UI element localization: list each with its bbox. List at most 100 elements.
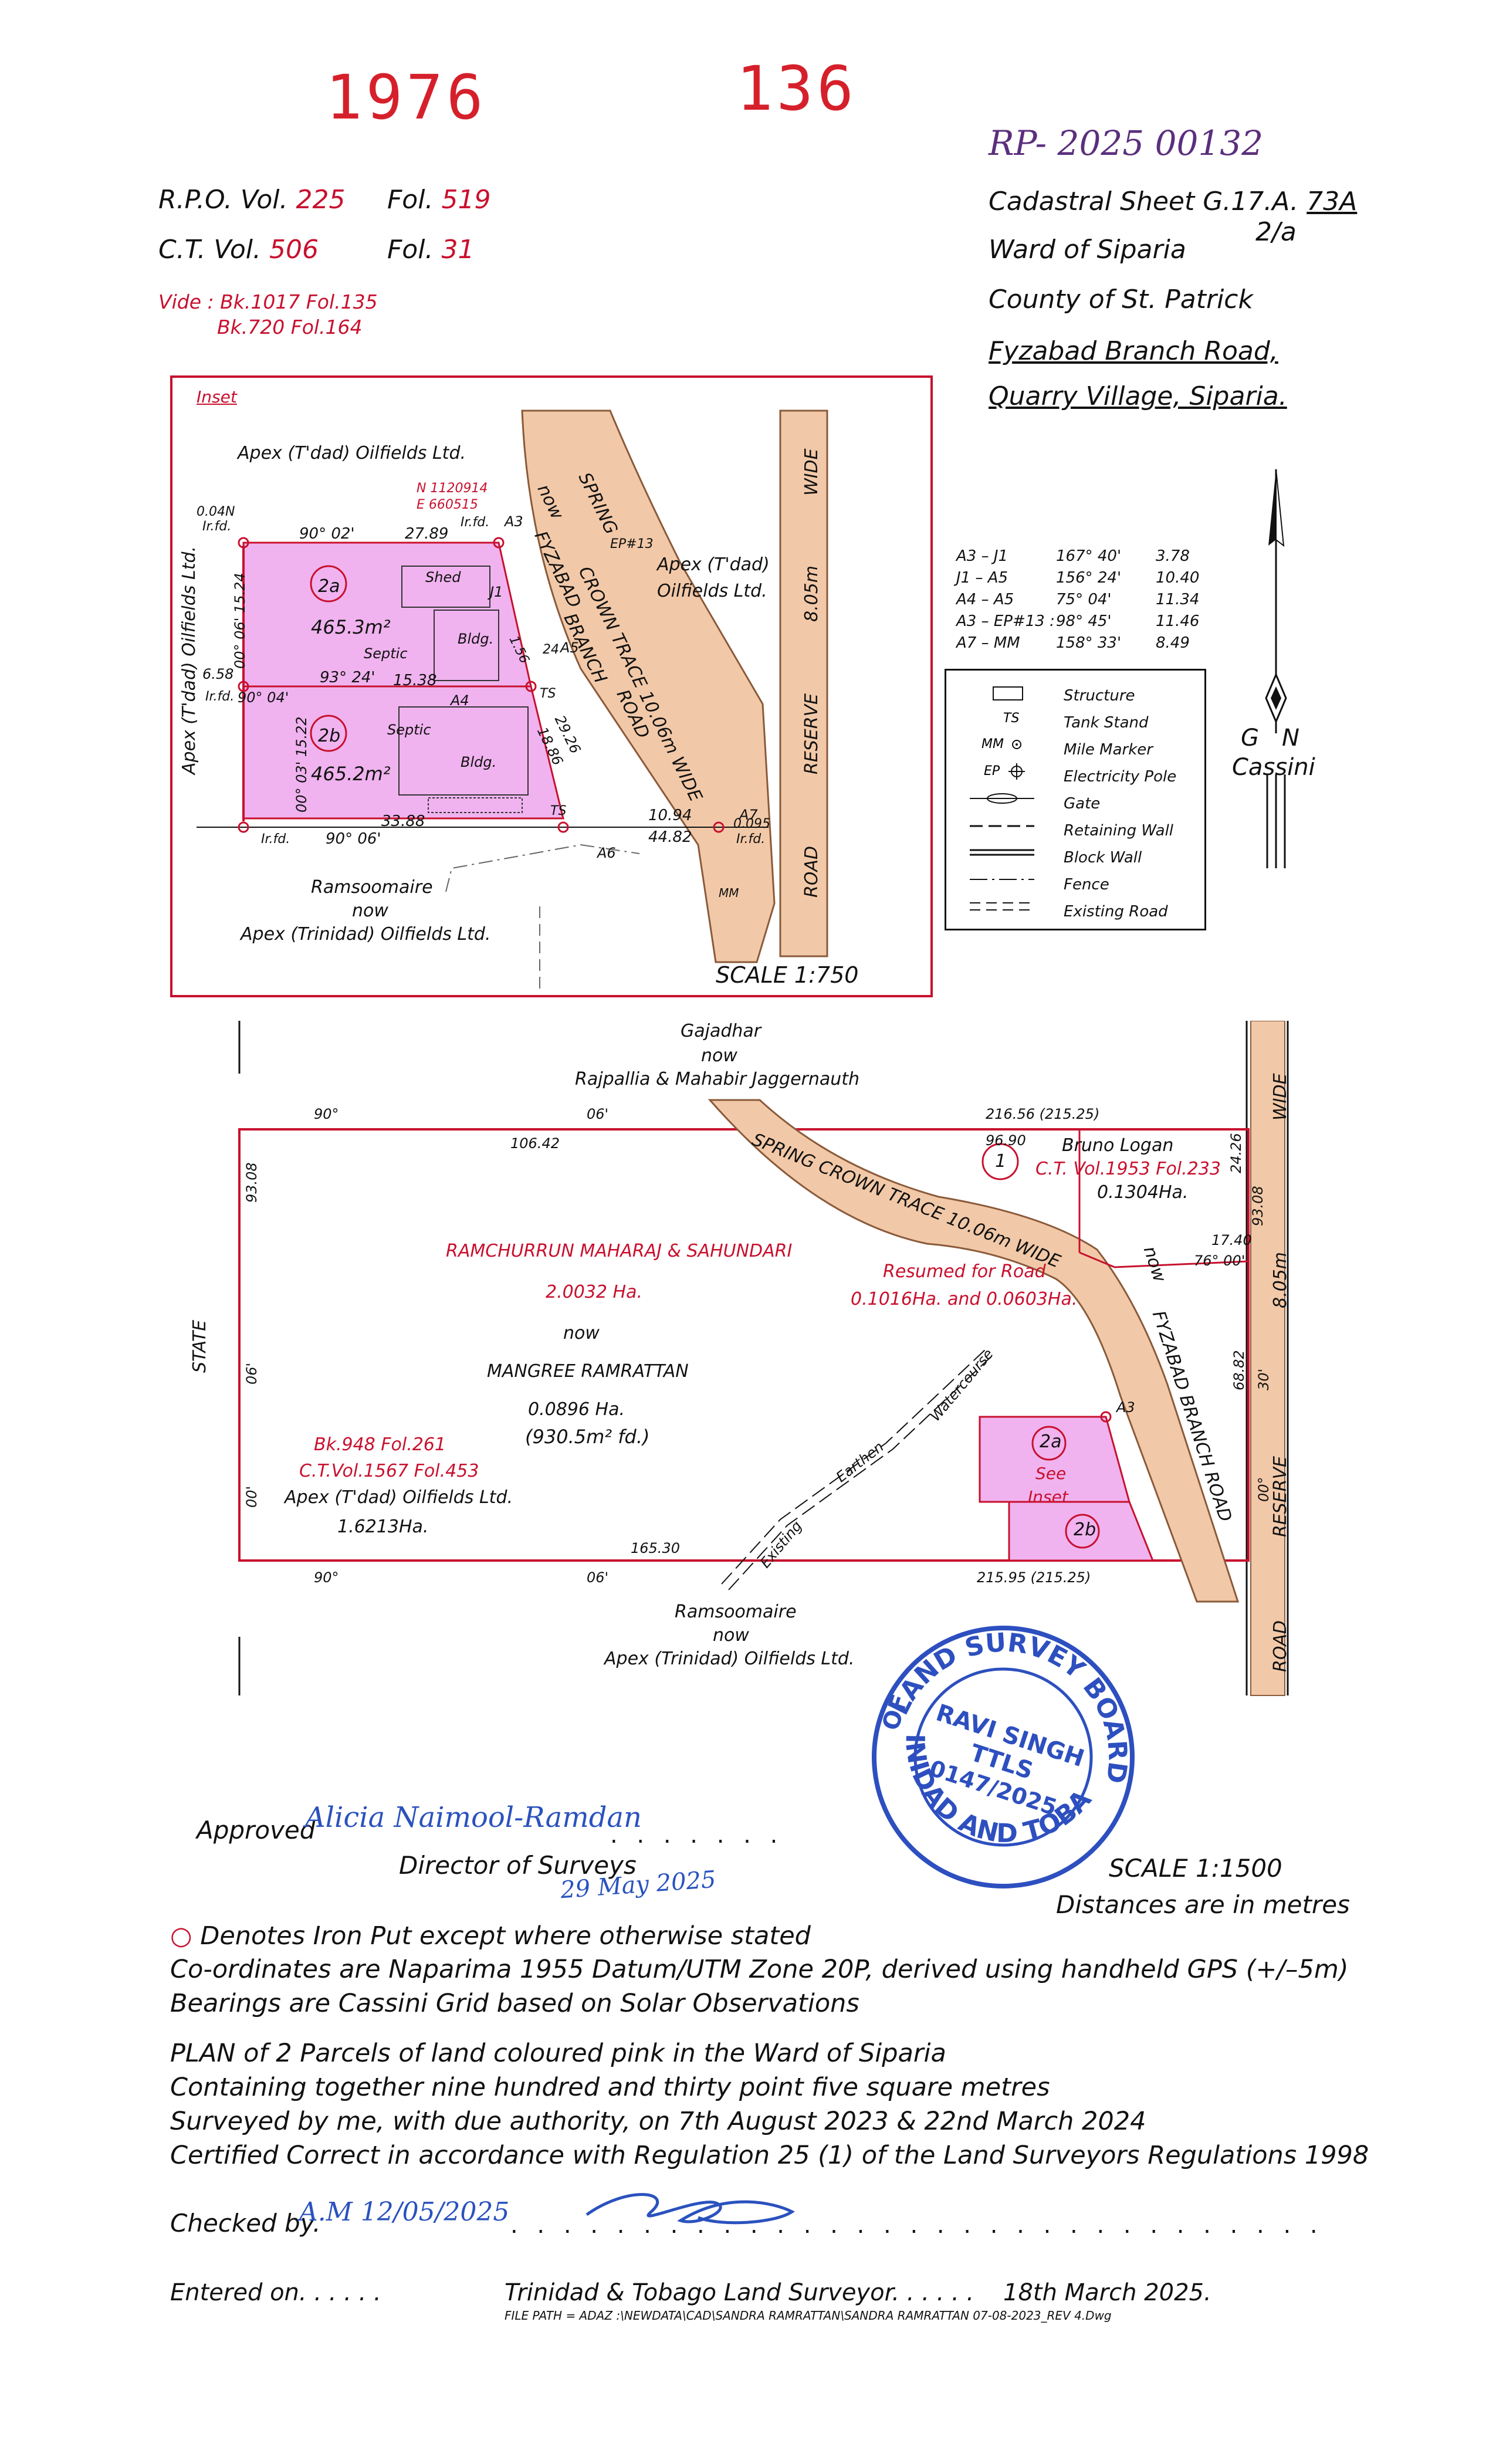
main-scale: SCALE 1:1500 xyxy=(1109,1854,1282,1883)
inset-dim-24: 24 xyxy=(543,642,559,657)
main-apex-area: 1.6213Ha. xyxy=(337,1517,429,1537)
main-reserve-width: 8.05m xyxy=(1270,1251,1291,1308)
legend-gate: Gate xyxy=(1064,795,1101,813)
main-bruno-ct: C.T. Vol.1953 Fol.233 xyxy=(1035,1159,1221,1179)
director-of-surveys: Director of Surveys xyxy=(399,1851,637,1880)
vide-ref-2: Bk.720 Fol.164 xyxy=(217,316,363,339)
main-apex: Apex (T'dad) Oilfields Ltd. xyxy=(285,1487,513,1508)
note-bearings: Bearings are Cassini Grid based on Solar… xyxy=(170,1989,859,2018)
inset-title: Inset xyxy=(197,387,237,407)
main-top-9690: 96.90 xyxy=(986,1132,1026,1149)
inset-dim-658: 6.58 xyxy=(202,666,234,682)
main-right-2426: 24.26 xyxy=(1228,1133,1244,1173)
inset-dim-3388: 33.88 xyxy=(381,813,425,830)
inset-ts-1: TS xyxy=(540,686,556,701)
main-south-owner-2: now xyxy=(713,1625,749,1646)
inset-parcel-2b-shape xyxy=(242,685,564,820)
main-top-06: 06' xyxy=(587,1106,609,1122)
main-parcel-2b: 2b xyxy=(1074,1519,1096,1540)
main-now: now xyxy=(563,1323,600,1343)
legend-labels: Structure Tank Stand Mile Marker Electri… xyxy=(1064,682,1176,925)
inset-coord-e: E 660515 xyxy=(417,497,478,512)
main-parcel-2a: 2a xyxy=(1040,1431,1062,1452)
file-path: FILE PATH = ADAZ :\NEWDATA\CAD\SANDRA RA… xyxy=(505,2309,1112,2323)
legend-mile-marker: Mile Marker xyxy=(1064,741,1153,759)
main-bot-90: 90° xyxy=(314,1569,339,1586)
inset-bldg-2b-label: Bldg. xyxy=(461,754,497,770)
main-south-owner-3: Apex (Trinidad) Oilfields Ltd. xyxy=(604,1649,855,1669)
main-right-7600: 76° 00' xyxy=(1194,1253,1245,1269)
road-address: Fyzabad Branch Road, xyxy=(989,336,1278,366)
checked-dots: . . . . . . . . . . . . . . . . . . . . … xyxy=(510,2212,1324,2239)
inset-a5: A5 xyxy=(560,639,579,656)
land-survey-board-seal: LAND SURVEY BOARD TRINIDAD AND TOBAGO OF… xyxy=(862,1616,1144,1888)
main-north-owner-3: Rajpallia & Mahabir Jaggernauth xyxy=(575,1069,860,1089)
inset-ts-2: TS xyxy=(550,804,567,818)
inset-parcel-2a: 2a xyxy=(318,576,340,597)
inset-dim-1524: 00° 06' 15.24 xyxy=(232,573,248,669)
legend-tank-stand: Tank Stand xyxy=(1064,714,1149,732)
main-top-10642: 106.42 xyxy=(510,1135,560,1152)
svg-text:EP: EP xyxy=(984,764,1000,779)
inset-reserve-road xyxy=(779,409,828,957)
approved-dots: . . . . . . . xyxy=(610,1822,784,1849)
inset-reserve-width: 8.05m xyxy=(801,565,822,622)
main-inset: Inset xyxy=(1028,1487,1068,1507)
main-resumed-1: Resumed for Road xyxy=(883,1261,1046,1282)
main-owner-red: RAMCHURRUN MAHARAJ & SAHUNDARI xyxy=(446,1241,793,1261)
checked-label: Checked by. xyxy=(170,2209,321,2238)
inset-owner-right-1: Apex (T'dad) xyxy=(657,554,770,575)
main-plan xyxy=(238,1021,1289,1696)
main-left-06: 06' xyxy=(243,1362,260,1385)
entered-on: Entered on. . . . . . xyxy=(170,2279,381,2306)
legend-block-wall: Block Wall xyxy=(1064,849,1142,867)
main-area-sqm: (930.5m² fd.) xyxy=(525,1426,650,1448)
main-south-owner-1: Ramsoomaire xyxy=(675,1602,797,1622)
inset-owner-bottom-1: Ramsoomaire xyxy=(311,877,433,898)
inset-owner-left: Apex (T'dad) Oilfields Ltd. xyxy=(179,546,199,774)
inset-owner-bottom-3: Apex (Trinidad) Oilfields Ltd. xyxy=(241,924,491,945)
main-ct-ref: C.T.Vol.1567 Fol.453 xyxy=(299,1461,479,1481)
inset-area-2b: 465.2m² xyxy=(311,763,391,785)
main-bot-16530: 165.30 xyxy=(631,1540,680,1556)
inset-shed xyxy=(401,566,490,608)
stamp-number-right: 136 xyxy=(736,53,857,124)
legend-structure: Structure xyxy=(1064,687,1135,705)
inset-irfd-1: Ir.fd. xyxy=(202,519,232,534)
svg-text:MM: MM xyxy=(981,737,1004,752)
main-bot-06: 06' xyxy=(587,1569,609,1586)
inset-septic-2b: Septic xyxy=(387,722,431,738)
inset-coord-n: N 1120914 xyxy=(417,481,488,496)
stamp-number-left: 1976 xyxy=(326,62,487,133)
certified-statement: Certified Correct in accordance with Reg… xyxy=(170,2141,1369,2170)
main-see: See xyxy=(1035,1464,1067,1483)
main-north-owner-2: now xyxy=(701,1045,737,1066)
inset-bldg-2b xyxy=(398,706,529,796)
village: Quarry Village, Siparia. xyxy=(989,381,1287,411)
legend-symbols: TS MM EP xyxy=(970,686,1034,911)
legend-electricity-pole: Electricity Pole xyxy=(1064,768,1177,786)
inset-a3: A3 xyxy=(505,513,523,530)
main-right-9308: 93.08 xyxy=(1250,1186,1266,1226)
inset-dim-1094: 10.94 xyxy=(648,807,692,824)
inset-reserve-reserve: RESERVE xyxy=(801,693,822,774)
inset-irfd-2: Ir.fd. xyxy=(461,515,490,530)
main-bk-ref: Bk.948 Fol.261 xyxy=(314,1434,446,1455)
main-right-1740: 17.40 xyxy=(1211,1232,1252,1248)
ct-fol: Fol. 31 xyxy=(387,235,475,265)
main-bruno-area: 0.1304Ha. xyxy=(1097,1182,1189,1203)
note-coordinates: Co-ordinates are Naparima 1955 Datum/UTM… xyxy=(170,1955,1349,1984)
inset-dim-9006: 90° 06' xyxy=(326,830,381,848)
inset-reserve-wide: WIDE xyxy=(801,448,822,496)
inset-dim-1538: 15.38 xyxy=(393,672,437,689)
main-area-red: 2.0032 Ha. xyxy=(546,1282,642,1302)
inset-dim-4482: 44.82 xyxy=(648,828,692,846)
inset-irfd-4: Ir.fd. xyxy=(261,832,290,847)
north-arrow xyxy=(1265,469,1287,868)
inset-plan xyxy=(170,375,933,997)
vide-ref-1: Vide : Bk.1017 Fol.135 xyxy=(158,290,378,313)
rpo-line: R.P.O. Vol. 225 xyxy=(158,185,346,215)
